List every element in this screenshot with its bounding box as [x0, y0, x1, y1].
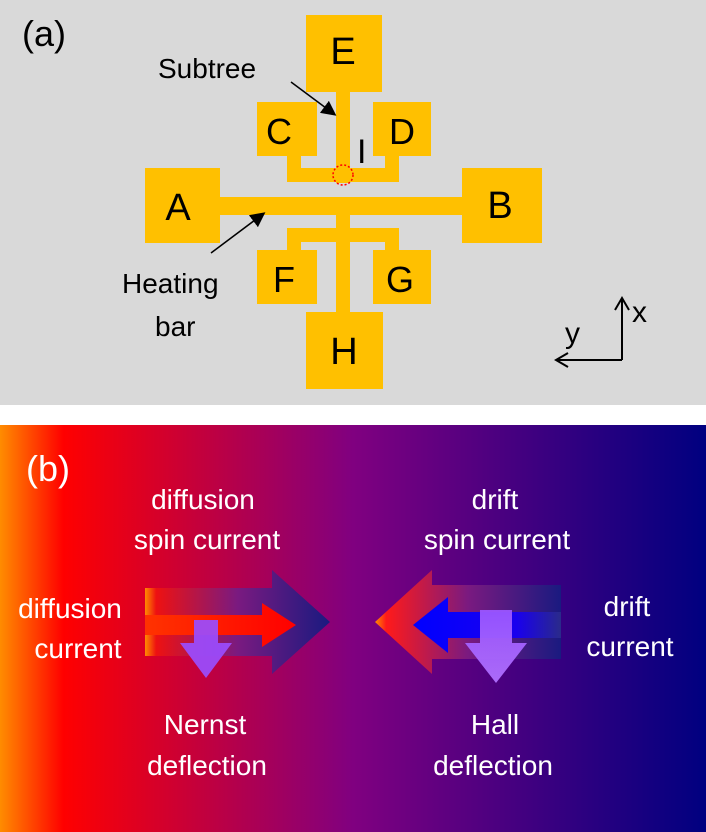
nernst-deflection-label-line2: deflection: [147, 750, 267, 781]
pad-e: [306, 15, 382, 92]
pad-h: [306, 312, 383, 389]
y-axis-arrowhead: [554, 352, 569, 368]
drift-spin-current-label-line2: spin current: [424, 524, 571, 555]
temperature-gradient-background: [0, 425, 706, 832]
pad-a: [145, 168, 220, 243]
pad-c-label: C: [266, 111, 292, 152]
hall-deflection-label-line1: Hall: [471, 709, 519, 740]
hall-deflection-arrow: [465, 610, 527, 683]
device-structure: [145, 15, 542, 389]
spin-current-diagram: (b) diffusion spin current drift spin cu…: [0, 425, 706, 832]
pad-f: [257, 250, 317, 304]
pad-c: [257, 102, 317, 156]
diffusion-current-label-line1: diffusion: [18, 593, 122, 624]
nernst-deflection-label-line1: Nernst: [164, 709, 247, 740]
pad-b: [462, 168, 542, 243]
subtree-crossbar-bottom: [287, 228, 399, 242]
drift-current-label-line2: current: [586, 631, 673, 662]
hotspot-circle: [332, 164, 354, 186]
subtree-crossbar-top: [287, 168, 399, 182]
heating-bar-label-line2: bar: [155, 311, 195, 342]
pad-d-label: D: [389, 111, 415, 152]
pad-a-label: A: [165, 187, 191, 229]
nernst-deflection-arrow: [180, 620, 232, 678]
panel-a: (a) E C D A B F G H I Subtree Heating ba…: [0, 0, 706, 405]
drift-spin-current-label-line1: drift: [472, 484, 519, 515]
pad-g: [373, 250, 431, 304]
panel-a-label: (a): [22, 13, 66, 54]
drift-current-label-line1: drift: [604, 591, 651, 622]
diffusion-spin-current-label-line1: diffusion: [151, 484, 255, 515]
subtree-pointer-arrow: [290, 81, 337, 116]
diffusion-current-label-line2: current: [34, 633, 121, 664]
pad-d: [373, 102, 431, 156]
pad-b-label: B: [487, 185, 512, 227]
panel-b: (b) diffusion spin current drift spin cu…: [0, 425, 706, 832]
device-diagram: (a) E C D A B F G H I Subtree Heating ba…: [0, 0, 706, 405]
axis-x-label: x: [632, 296, 647, 329]
pad-g-label: G: [386, 259, 414, 300]
diffusion-spin-current-label-line2: spin current: [134, 524, 281, 555]
axis-y-label: y: [565, 317, 580, 350]
heating-bar-pointer-arrow: [210, 212, 266, 254]
diffusion-current-arrow: [145, 603, 296, 647]
current-label: I: [357, 133, 366, 171]
pad-e-label: E: [330, 31, 355, 73]
heating-bar-label-line1: Heating: [122, 268, 219, 299]
pad-f-label: F: [273, 259, 295, 300]
heating-bar: [215, 197, 470, 215]
panel-b-label: (b): [26, 448, 70, 489]
subtree-stem-top: [336, 88, 350, 183]
pad-h-label: H: [330, 331, 357, 373]
hall-deflection-label-line2: deflection: [433, 750, 553, 781]
subtree-label: Subtree: [158, 53, 256, 84]
x-axis-arrowhead: [614, 296, 630, 311]
